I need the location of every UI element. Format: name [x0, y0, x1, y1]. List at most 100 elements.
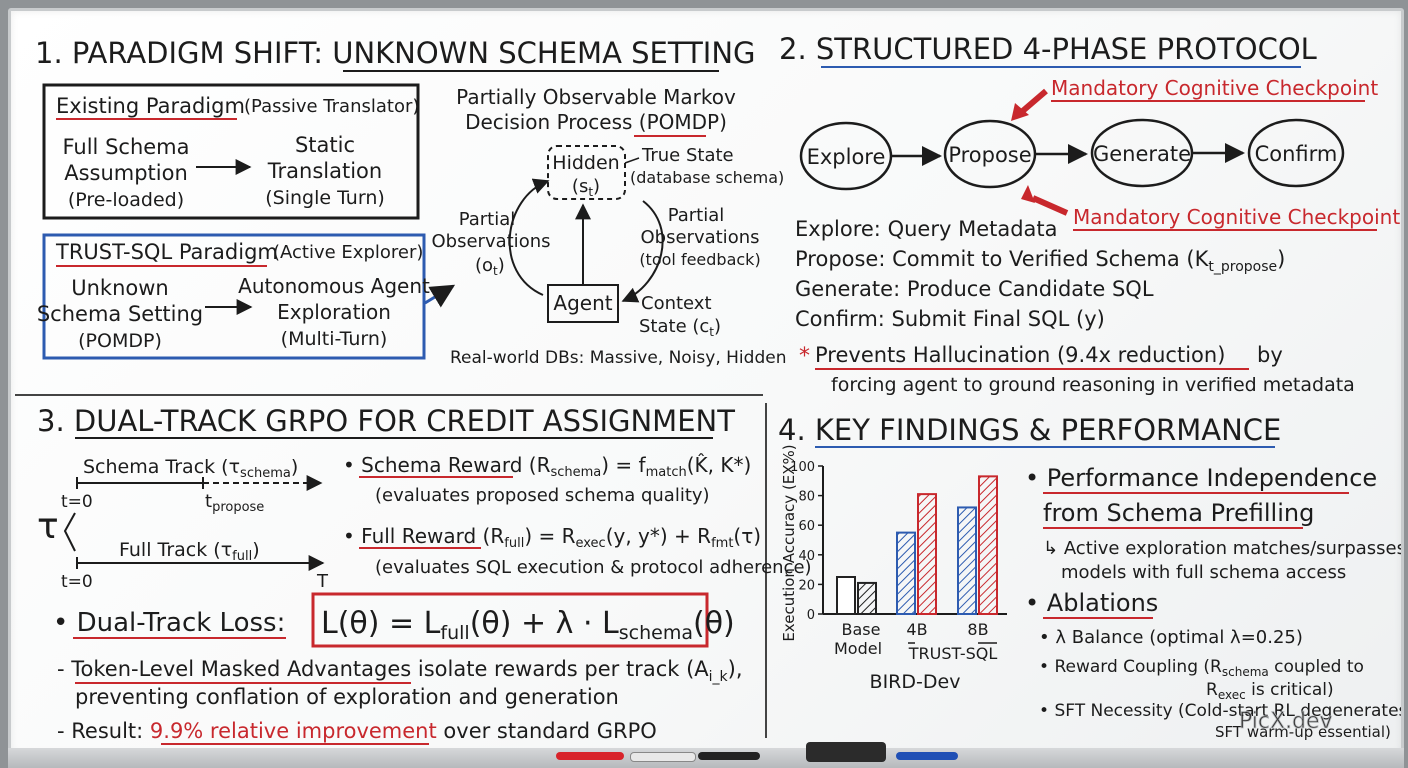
x-axis-label: BIRD-Dev [870, 671, 961, 693]
trust-heading: TRUST-SQL Paradigm [55, 240, 278, 264]
existing-role: (Passive Translator) [244, 96, 419, 117]
bar-4b-1 [896, 531, 916, 615]
bar-base-model-1 [836, 576, 856, 615]
trust-right-1: Autonomous Agent [238, 274, 430, 298]
y-tick-label: 40 [798, 549, 815, 564]
hidden-state-node [547, 145, 626, 200]
finding1-line2: from Schema Prefilling [1043, 499, 1314, 527]
existing-paradigm-box [42, 83, 420, 220]
result-line: - Result: 9.9% relative improvement over… [57, 719, 657, 743]
trust-right-2: Exploration [277, 300, 391, 324]
t0-schema: t=0 [61, 492, 93, 512]
phase-confirm-label: Confirm [1255, 142, 1338, 166]
def-propose: Propose: Commit to Verified Schema (Kt_p… [795, 247, 1285, 275]
phase-propose-label: Propose [948, 143, 1031, 167]
def-explore: Explore: Query Metadata [795, 217, 1058, 241]
trust-left-2: Schema Setting [37, 302, 203, 326]
trust-outward-arrow [424, 284, 456, 308]
checkpoint-arrow-bottom [1021, 185, 1035, 203]
phase-generate-label: Generate [1093, 142, 1191, 166]
bar-4b-2 [917, 493, 937, 615]
context-label-2: State (ct) [639, 316, 721, 339]
y-axis-label: Execution Accuracy (EX%) [780, 444, 798, 641]
eraser-icon[interactable] [806, 742, 886, 762]
full-track-label: Full Track (τfull) [119, 539, 260, 564]
x-tick-8b: 8B [967, 620, 988, 639]
whiteboard-canvas: 1. PARADIGM SHIFT: UNKNOWN SCHEMA SETTIN… [15, 32, 1401, 745]
x-tick-4b: 4B [906, 620, 927, 639]
existing-left-3: (Pre-loaded) [68, 189, 184, 211]
red-marker-icon[interactable] [556, 752, 624, 760]
phase-explore-label: Explore [807, 145, 886, 169]
group-label-trust-sql: TRUST-SQL [908, 644, 998, 663]
trust-right-3: (Multi-Turn) [281, 328, 388, 350]
finding1-line1: • Performance Independence [1025, 464, 1377, 492]
trust-left-3: (POMDP) [78, 330, 162, 352]
full-reward-line: • Full Reward (Rfull) = Rexec(y, y*) + R… [343, 524, 761, 551]
existing-heading: Existing Paradigm [56, 94, 245, 118]
trust-left-1: Unknown [71, 276, 168, 300]
partial-right-2: Observations [641, 227, 760, 248]
note-line2: forcing agent to ground reasoning in ver… [831, 374, 1355, 396]
hidden-label: Hidden [552, 152, 619, 174]
x-tick-base-2: Model [834, 639, 882, 658]
masked-advantages-line: - Token-Level Masked Advantages isolate … [57, 657, 743, 685]
context-label-1: Context [641, 293, 712, 314]
y-tick-label: 0 [807, 608, 815, 623]
white-marker-icon[interactable] [630, 752, 696, 762]
existing-left-2: Assumption [64, 161, 188, 185]
masked-line2: preventing conflation of exploration and… [75, 685, 619, 709]
ablations-heading: • Ablations [1025, 589, 1158, 617]
pomdp-footer: Real-world DBs: Massive, Noisy, Hidden [450, 348, 786, 368]
ablation-2b: Rexec is critical) [1206, 680, 1334, 702]
section3-title: 3. DUAL-TRACK GRPO FOR CREDIT ASSIGNMENT [37, 404, 735, 438]
y-tick-label: 100 [790, 460, 815, 475]
y-tick-label: 80 [798, 490, 815, 505]
trust-role: (Active Explorer) [273, 242, 423, 263]
bar-base-model-2 [857, 581, 877, 615]
whiteboard: 1. PARADIGM SHIFT: UNKNOWN SCHEMA SETTIN… [8, 8, 1404, 756]
y-tick-label: 60 [798, 519, 815, 534]
schema-reward-line: • Schema Reward (Rschema) = fmatch(K̂, K… [343, 453, 751, 480]
y-tick-label: 20 [798, 578, 815, 593]
partial-left-2: Observations [432, 231, 551, 252]
partial-right-3: (tool feedback) [639, 250, 760, 269]
note-by: by [1257, 343, 1283, 367]
note-main: Prevents Hallucination (9.4x reduction) [815, 343, 1225, 367]
bar-8b-2 [978, 475, 998, 615]
true-state-2: (database schema) [630, 168, 784, 187]
checkpoint-arrow-top [1011, 103, 1029, 121]
blue-marker-icon[interactable] [896, 752, 958, 760]
def-confirm: Confirm: Submit Final SQL (y) [795, 307, 1105, 331]
t0-full: t=0 [61, 572, 93, 592]
ablation-3b: SFT warm-up essential) [1215, 723, 1391, 741]
bar-8b-1 [957, 506, 977, 615]
hidden-var: (st) [572, 176, 600, 199]
existing-right-1: Static [295, 133, 355, 157]
agent-label: Agent [553, 291, 612, 315]
full-reward-desc: (evaluates SQL execution & protocol adhe… [375, 557, 812, 578]
checkpoint-label-bottom: Mandatory Cognitive Checkpoint [1073, 205, 1400, 229]
loss-formula: L(θ) = Lfull(θ) + λ · Lschema(θ) [321, 606, 735, 644]
black-marker-icon[interactable] [698, 752, 760, 760]
pomdp-title-2: Decision Process (POMDP) [465, 110, 727, 134]
x-tick-base-1: Base [842, 620, 881, 639]
tau-symbol: τ [37, 506, 59, 547]
watermark: PicX.dev [1239, 709, 1333, 734]
existing-right-3: (Single Turn) [265, 187, 385, 209]
partial-left-1: Partial [459, 209, 516, 230]
true-state-1: True State [641, 145, 734, 166]
phase-propose [943, 119, 1037, 189]
checkpoint-label-top: Mandatory Cognitive Checkpoint [1051, 76, 1378, 100]
bird-dev-bar-chart: 0 20 40 60 80 100 Execution Accuracy (EX%) Ba… [780, 444, 1007, 693]
phase-explore [799, 121, 893, 191]
section2-title: 2. STRUCTURED 4-PHASE PROTOCOL [779, 32, 1317, 66]
ablation-2a: • Reward Coupling (Rschema coupled to [1039, 657, 1364, 679]
def-generate: Generate: Produce Candidate SQL [795, 277, 1154, 301]
pomdp-title-1: Partially Observable Markov [456, 85, 736, 109]
schema-track-label: Schema Track (τschema) [83, 456, 298, 481]
dual-track-loss-label: • Dual-Track Loss: [53, 608, 285, 638]
ablation-1: • λ Balance (optimal λ=0.25) [1039, 627, 1303, 648]
existing-right-2: Translation [267, 159, 382, 183]
finding1-detail1: ↳ Active exploration matches/surpasses [1043, 538, 1401, 559]
